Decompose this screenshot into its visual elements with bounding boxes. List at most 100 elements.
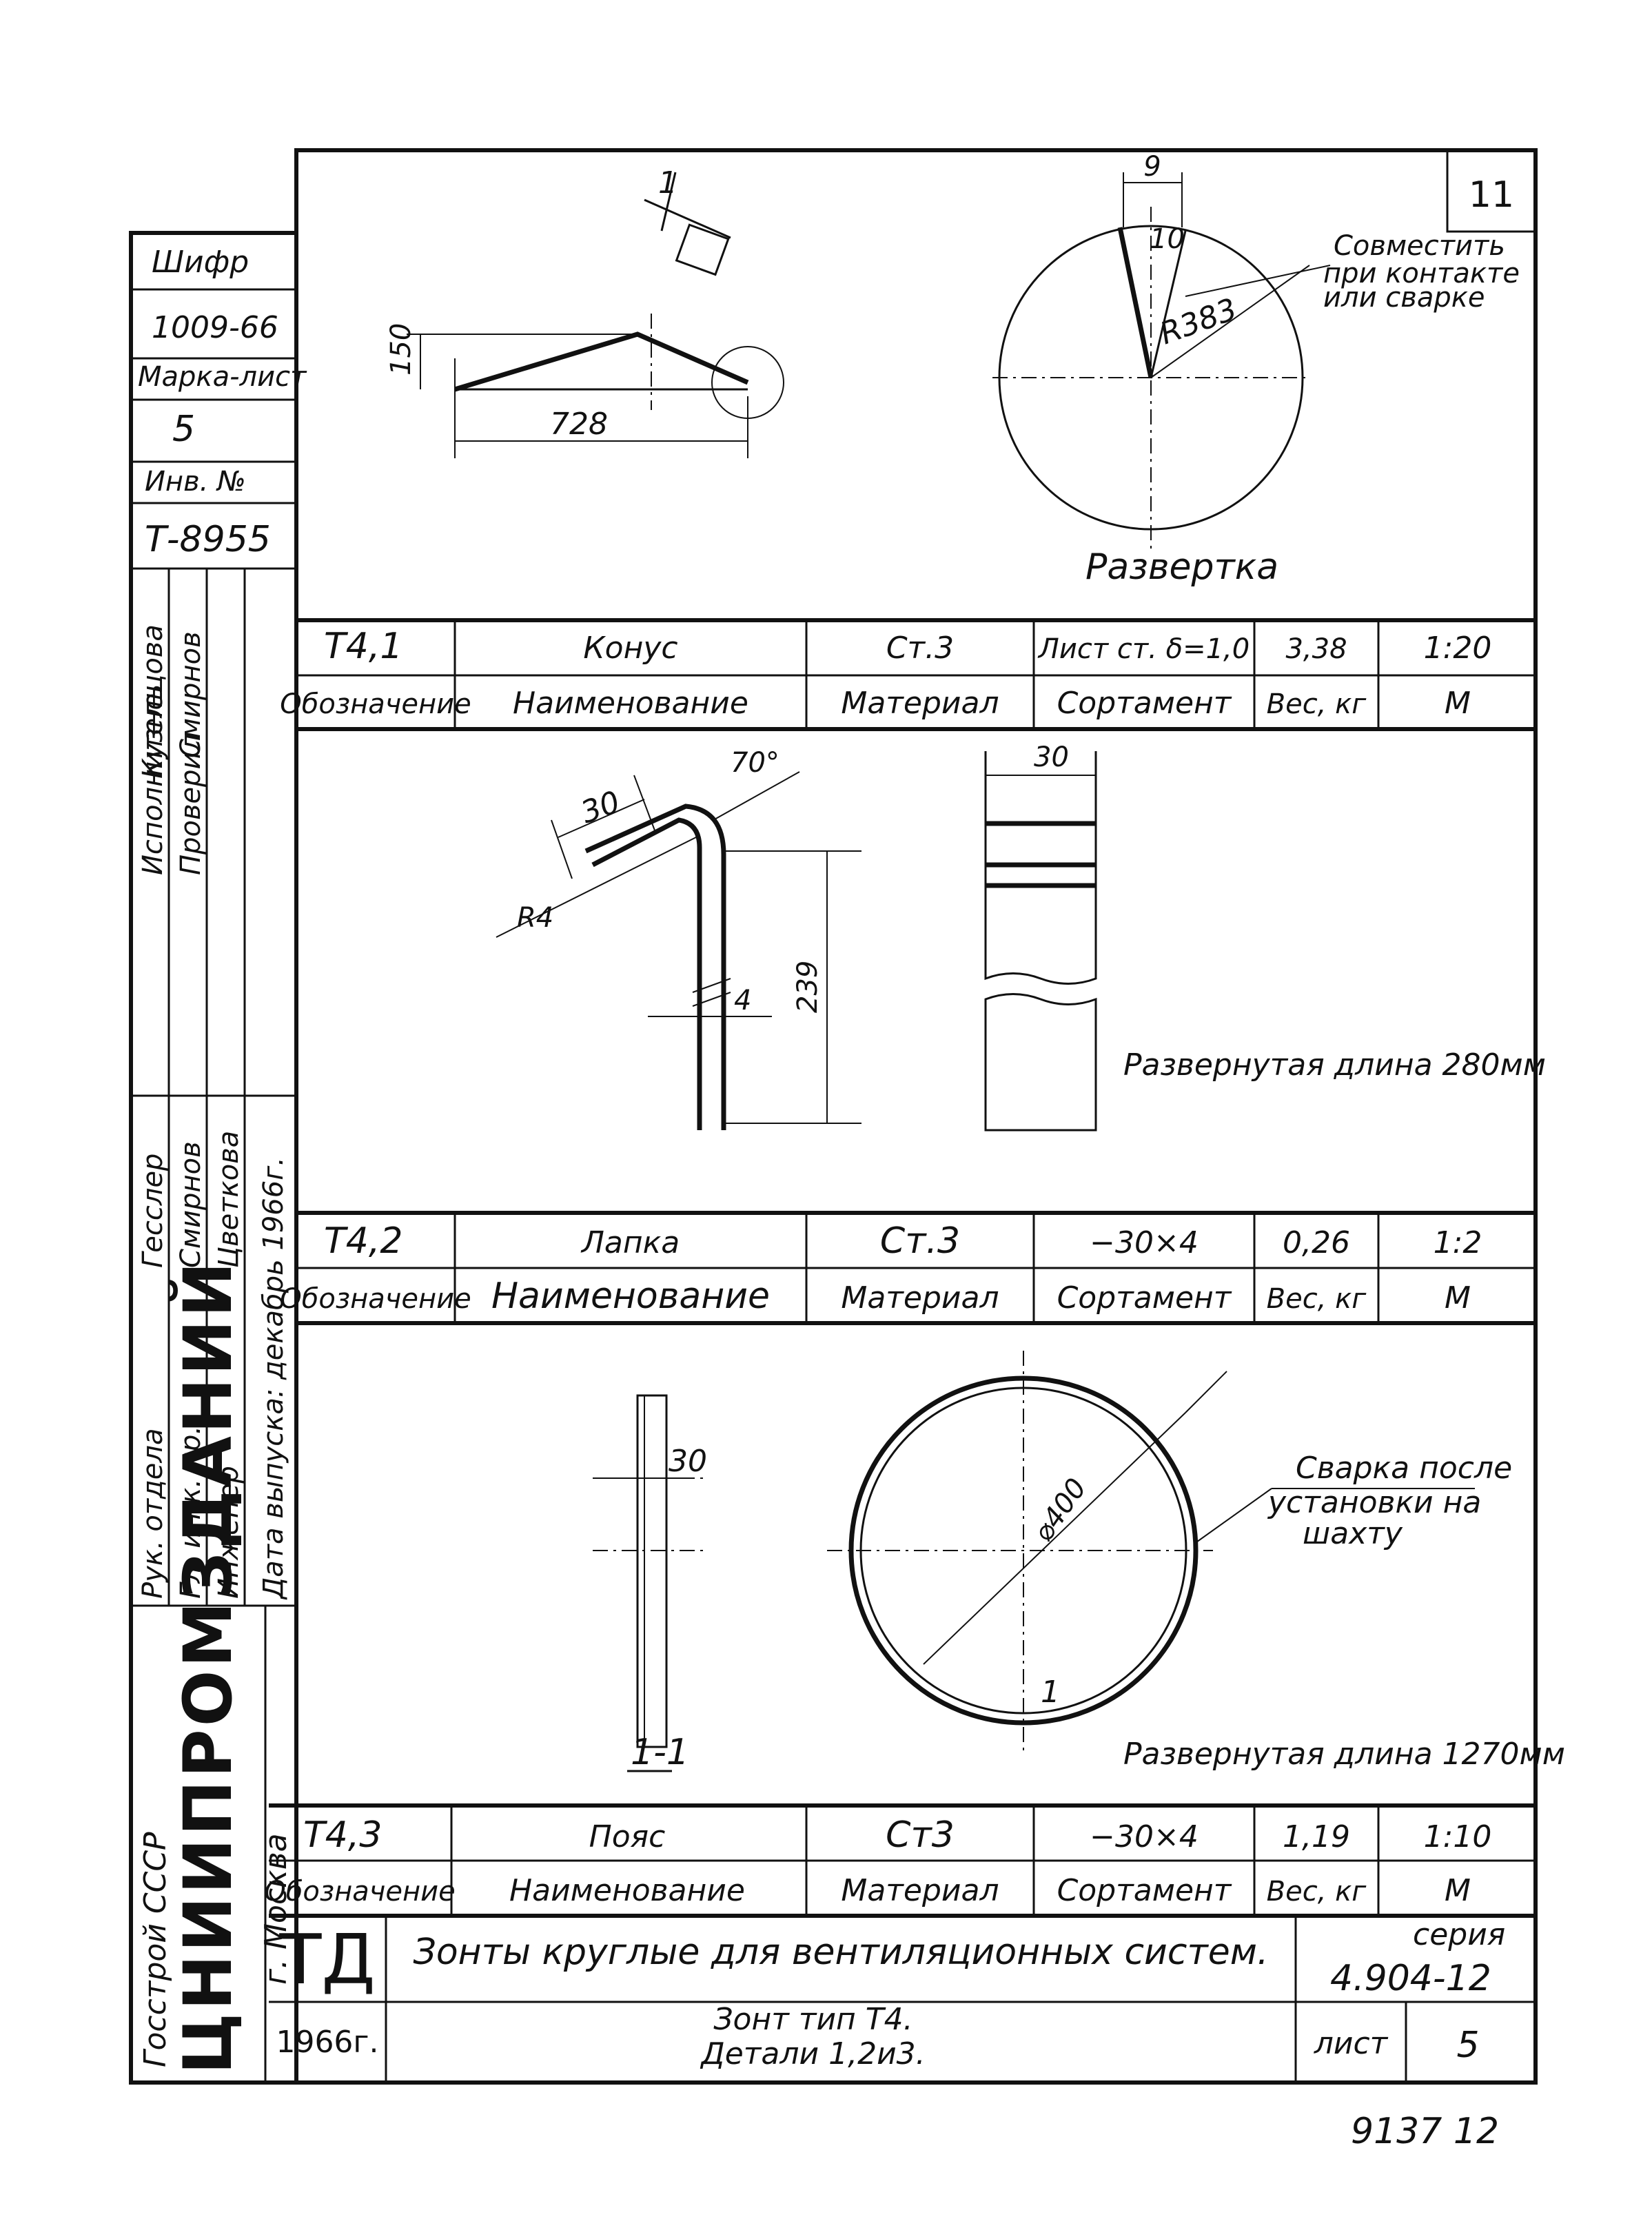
t3-h-assortment: Сортамент: [1057, 1873, 1232, 1908]
role-inzhener: Инженер: [213, 1466, 245, 1599]
name-right-2: Смирнов: [175, 631, 207, 758]
t3-material: Ст3: [886, 1814, 955, 1856]
t3-code: Т4,3: [303, 1814, 382, 1856]
caption-razvertka: Развертка: [1085, 546, 1278, 588]
title-main: Зонты круглые для вентиляционных систем.: [414, 1932, 1269, 1973]
role-gl-inzh: Гл. инж. пр.: [175, 1426, 207, 1599]
org-top: Госстрой СССР: [138, 1832, 173, 2067]
series-label: серия: [1413, 1917, 1505, 1952]
org-name: ЦНИИПРОМЗДАНИЙ: [169, 1259, 247, 2074]
t1-h-code: Обозначение: [280, 688, 471, 720]
shifr-value: 1009-66: [152, 310, 278, 345]
name-mid-3: Цветкова: [213, 1131, 245, 1268]
t3-h-weight: Вес, кг: [1267, 1876, 1367, 1907]
t1-h-weight: Вес, кг: [1267, 688, 1367, 720]
t1-assortment: Лист ст. δ=1,0: [1037, 633, 1250, 665]
t1-scale: 1:20: [1424, 631, 1492, 666]
t3-assortment: −30×4: [1090, 1819, 1199, 1854]
side-stamp: Шифр 1009-66 Марка-лист 5 Инв. № Т-8955 …: [131, 245, 307, 2083]
t2-h-name: Наименование: [491, 1276, 770, 1317]
detail-3-table: [269, 1803, 1536, 1918]
t2-assortment: −30×4: [1090, 1225, 1199, 1260]
clip-length-note: Развернутая длина 280мм: [1123, 1047, 1546, 1083]
detail-2-drawing: 239 4 30 70° R4 30 Развернутая длина 280…: [496, 741, 1546, 1132]
t1-h-scale: М: [1445, 686, 1471, 721]
t3-scale: 1:10: [1424, 1819, 1492, 1854]
weld-note-1: Сварка после: [1296, 1451, 1512, 1486]
title-sub-2: Детали 1,2и3.: [700, 2036, 925, 2072]
sheet-value: 5: [1456, 2025, 1479, 2066]
t2-name: Лапка: [580, 1225, 680, 1260]
detail-1-drawing: 728 150 1 9 10 R383 Совместить при конта…: [385, 151, 1520, 588]
t2-material: Ст.3: [880, 1220, 960, 1262]
sheet-label: лист: [1314, 2026, 1389, 2061]
section-mark-1: 1: [658, 165, 677, 201]
band-length-note: Развернутая длина 1270мм: [1123, 1737, 1565, 1772]
dim-9: 9: [1143, 151, 1161, 183]
t1-weight: 3,38: [1285, 633, 1347, 665]
t3-h-code: Обозначение: [264, 1876, 456, 1907]
org-city: г. Москва: [258, 1833, 294, 1985]
release-date: Дата выпуска: декабрь 1966г.: [258, 1157, 289, 1600]
t1-h-name: Наименование: [513, 686, 748, 721]
t2-code: Т4,2: [324, 1220, 402, 1262]
detail-2-table: [296, 1211, 1536, 1325]
t1-h-assortment: Сортамент: [1057, 686, 1232, 721]
section-label-1-1: 1-1: [631, 1732, 689, 1773]
note-line-2: при контакте: [1323, 258, 1520, 289]
role-ispolnitel: Исполнитель: [137, 684, 169, 875]
weld-note-2: установки на: [1267, 1485, 1481, 1520]
marka-value: 5: [172, 409, 195, 450]
t1-h-material: Материал: [841, 686, 999, 721]
t2-h-weight: Вес, кг: [1267, 1283, 1367, 1315]
title-block: [269, 1916, 1536, 2083]
dim-10: 10: [1150, 223, 1185, 255]
side-stamp-frame: [129, 231, 298, 2085]
t1-code: Т4,1: [324, 626, 402, 667]
t2-weight: 0,26: [1283, 1225, 1350, 1260]
note-line-3: или сварке: [1323, 282, 1485, 314]
dim-239: 239: [792, 961, 824, 1013]
section-mark-band: 1: [1041, 1675, 1060, 1710]
t2-h-scale: М: [1445, 1280, 1471, 1316]
t3-weight: 1,19: [1283, 1819, 1350, 1854]
dim-30-clip: 30: [576, 784, 624, 830]
role-proveril: Проверил: [175, 734, 207, 875]
weld-note-3: шахту: [1303, 1516, 1403, 1551]
t3-name: Пояс: [589, 1819, 666, 1854]
t1-name: Конус: [583, 631, 677, 666]
name-mid-1: Гесслер: [137, 1154, 169, 1268]
marka-label: Марка-лист: [138, 361, 307, 393]
detail-1-table: [296, 618, 1536, 731]
logo-td: ТД: [278, 1919, 375, 2000]
dim-728: 728: [550, 407, 608, 442]
series-value: 4.904-12: [1330, 1958, 1491, 1999]
title-year: 1966г.: [276, 2025, 378, 2060]
role-ruk-otdela: Рук. отдела: [137, 1429, 169, 1599]
t2-scale: 1:2: [1434, 1225, 1482, 1260]
t2-h-code: Обозначение: [280, 1283, 471, 1315]
dim-4: 4: [734, 985, 751, 1016]
t2-h-assortment: Сортамент: [1057, 1280, 1232, 1316]
t1-material: Ст.3: [886, 631, 954, 666]
name-right-1: Кузнецова: [137, 624, 169, 779]
dim-70deg: 70°: [731, 747, 779, 779]
t3-h-scale: М: [1445, 1873, 1471, 1908]
t2-h-material: Материал: [841, 1280, 999, 1316]
detail-3-drawing: 30 1-1 ⌀400 1 Сварка после установки на …: [593, 1351, 1565, 1773]
bottom-code: 9137 12: [1351, 2111, 1499, 2152]
t3-h-name: Наименование: [509, 1873, 745, 1908]
t3-h-material: Материал: [841, 1873, 999, 1908]
dim-30-width: 30: [1034, 741, 1069, 773]
corner-box: [1446, 149, 1537, 233]
shifr-label: Шифр: [152, 245, 249, 280]
dim-r4: R4: [517, 902, 553, 934]
inv-label: Инв. №: [145, 466, 246, 498]
sheet-frame: [294, 148, 1538, 2085]
dim-30-band: 30: [669, 1444, 707, 1479]
note-line-1: Совместить: [1334, 230, 1505, 262]
inv-value: Т-8955: [145, 519, 271, 560]
corner-sheet-number: 11: [1469, 174, 1514, 216]
dim-150: 150: [385, 323, 417, 376]
title-sub-1: Зонт тип Т4.: [713, 2002, 912, 2037]
